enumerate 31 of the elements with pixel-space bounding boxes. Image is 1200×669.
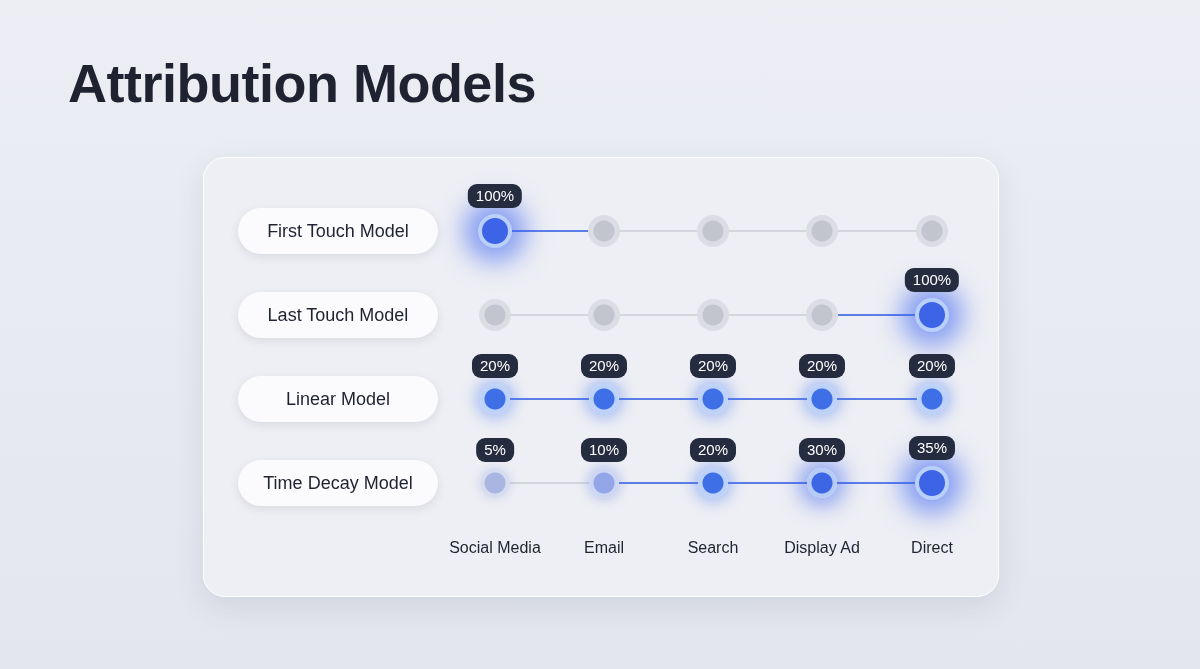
channel-label: Email: [584, 539, 624, 557]
channel-label: Social Media: [449, 539, 541, 557]
channel-label: Search: [687, 539, 739, 557]
percent-tooltip: 20%: [472, 354, 518, 378]
percent-tooltip: 20%: [581, 354, 627, 378]
percent-tooltip: 100%: [467, 184, 523, 208]
connector-line: [836, 398, 918, 400]
connector-line: [618, 398, 699, 400]
connector-line: [618, 482, 699, 484]
percent-tooltip: 30%: [799, 438, 845, 462]
percent-tooltip: 20%: [799, 354, 845, 378]
model-label: Linear Model: [238, 376, 438, 422]
page-title: Attribution Models: [68, 52, 536, 114]
connector-line: [509, 398, 590, 400]
connector-line: [837, 314, 916, 316]
channel-label: Direct: [911, 539, 953, 557]
connector-line: [836, 482, 916, 484]
model-label: First Touch Model: [238, 208, 438, 254]
percent-tooltip: 10%: [581, 438, 627, 462]
connector-line: [727, 398, 808, 400]
percent-tooltip: 5%: [476, 438, 514, 462]
percent-tooltip: 20%: [909, 354, 955, 378]
percent-tooltip: 20%: [690, 354, 736, 378]
connector-line: [727, 482, 808, 484]
channel-label: Display Ad: [784, 539, 860, 557]
percent-tooltip: 35%: [909, 436, 955, 460]
percent-tooltip: 20%: [690, 438, 736, 462]
model-label: Last Touch Model: [238, 292, 438, 338]
connector-line: [511, 230, 589, 232]
model-label: Time Decay Model: [238, 460, 438, 506]
percent-tooltip: 100%: [904, 268, 960, 292]
